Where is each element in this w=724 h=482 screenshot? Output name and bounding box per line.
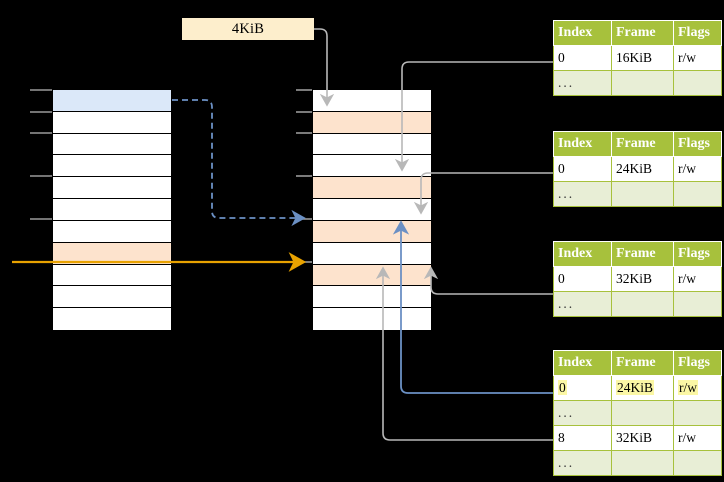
highlighted-value: 24KiB xyxy=(616,380,655,395)
column-header-frame: Frame xyxy=(611,20,674,46)
physical-frame-cell-5 xyxy=(313,199,431,221)
highlighted-value: r/w xyxy=(678,380,698,395)
cell-flags: r/w xyxy=(673,266,722,292)
column-header-flags: Flags xyxy=(673,241,722,267)
ellipsis-cell-frame xyxy=(611,450,674,476)
virtual-page-cell-4 xyxy=(53,177,171,200)
ellipsis-cell-flags xyxy=(673,450,722,476)
wire-table2-to-frame xyxy=(413,172,553,215)
physical-frame-cell-3 xyxy=(313,155,431,178)
ellipsis-cell-flags xyxy=(673,70,722,96)
virtual-page-cell-2 xyxy=(53,133,171,156)
column-header-flags: Flags xyxy=(673,20,722,46)
ellipsis-cell-index: ... xyxy=(553,181,612,207)
ellipsis-cell-index: ... xyxy=(553,400,612,426)
physical-frame-cell-0 xyxy=(313,90,431,112)
ellipsis-cell-index: ... xyxy=(553,450,612,476)
cell-frame: 32KiB xyxy=(611,266,674,292)
physical-frame-cell-2 xyxy=(313,133,431,156)
column-header-frame: Frame xyxy=(611,131,674,157)
wire-table3-to-frame xyxy=(423,266,553,295)
ellipsis-cell-frame xyxy=(611,400,674,426)
page-size-label: 4KiB xyxy=(182,18,314,40)
virtual-page-cell-1 xyxy=(53,111,171,134)
column-header-index: Index xyxy=(553,350,612,376)
cell-frame: 16KiB xyxy=(611,45,674,71)
cell-frame: 24KiB xyxy=(611,156,674,182)
cell-index: 0 xyxy=(553,375,612,401)
cell-flags: r/w xyxy=(673,45,722,71)
ellipsis-cell-flags xyxy=(673,181,722,207)
physical-frame-cell-4 xyxy=(313,177,431,200)
offscreen-stub-ticks xyxy=(30,89,52,263)
table-row: ... xyxy=(553,450,722,476)
virtual-page-cell-6 xyxy=(53,220,171,243)
cell-index: 0 xyxy=(553,156,612,182)
ellipsis-cell-frame xyxy=(611,181,674,207)
ellipsis-cell-frame xyxy=(611,291,674,317)
virtual-page-cell-3 xyxy=(53,155,171,178)
column-header-index: Index xyxy=(553,20,612,46)
column-header-flags: Flags xyxy=(673,131,722,157)
ellipsis-cell-frame xyxy=(611,70,674,96)
wire-vpage-blue-to-frame xyxy=(172,99,306,227)
table-row: 0 24KiB r/w xyxy=(553,375,722,401)
virtual-page-cell-8 xyxy=(53,264,171,287)
cell-flags: r/w xyxy=(673,425,722,451)
column-header-frame: Frame xyxy=(611,350,674,376)
table-row: ... xyxy=(553,400,722,426)
physical-frame-cell-10 xyxy=(313,308,431,330)
column-header-index: Index xyxy=(553,131,612,157)
physical-frame-cell-7 xyxy=(313,242,431,265)
table-row: ... xyxy=(553,181,722,207)
cell-index: 8 xyxy=(553,425,612,451)
ellipsis-cell-index: ... xyxy=(553,70,612,96)
cell-frame: 32KiB xyxy=(611,425,674,451)
virtual-page-cell-7 xyxy=(53,242,171,265)
physical-frame-cell-6 xyxy=(313,220,431,243)
mid-offscreen-stub-ticks xyxy=(296,89,312,263)
column-header-frame: Frame xyxy=(611,241,674,267)
ellipsis-cell-flags xyxy=(673,400,722,426)
cell-index: 0 xyxy=(553,266,612,292)
virtual-page-cell-0 xyxy=(53,90,171,112)
cell-frame: 24KiB xyxy=(611,375,674,401)
table-row: ... xyxy=(553,291,722,317)
cell-index: 0 xyxy=(553,45,612,71)
physical-frame-cell-8 xyxy=(313,264,431,287)
virtual-page-cell-5 xyxy=(53,199,171,221)
physical-frame-cell-9 xyxy=(313,286,431,309)
table-row: ... xyxy=(553,70,722,96)
virtual-address-space-column xyxy=(52,89,172,330)
column-header-index: Index xyxy=(553,241,612,267)
physical-memory-column xyxy=(312,89,432,330)
ellipsis-cell-flags xyxy=(673,291,722,317)
virtual-page-cell-9 xyxy=(53,286,171,309)
cell-flags: r/w xyxy=(673,156,722,182)
physical-frame-cell-1 xyxy=(313,111,431,134)
virtual-page-cell-10 xyxy=(53,308,171,330)
column-header-flags: Flags xyxy=(673,350,722,376)
ellipsis-cell-index: ... xyxy=(553,291,612,317)
cell-flags: r/w xyxy=(673,375,722,401)
highlighted-value: 0 xyxy=(558,380,567,395)
